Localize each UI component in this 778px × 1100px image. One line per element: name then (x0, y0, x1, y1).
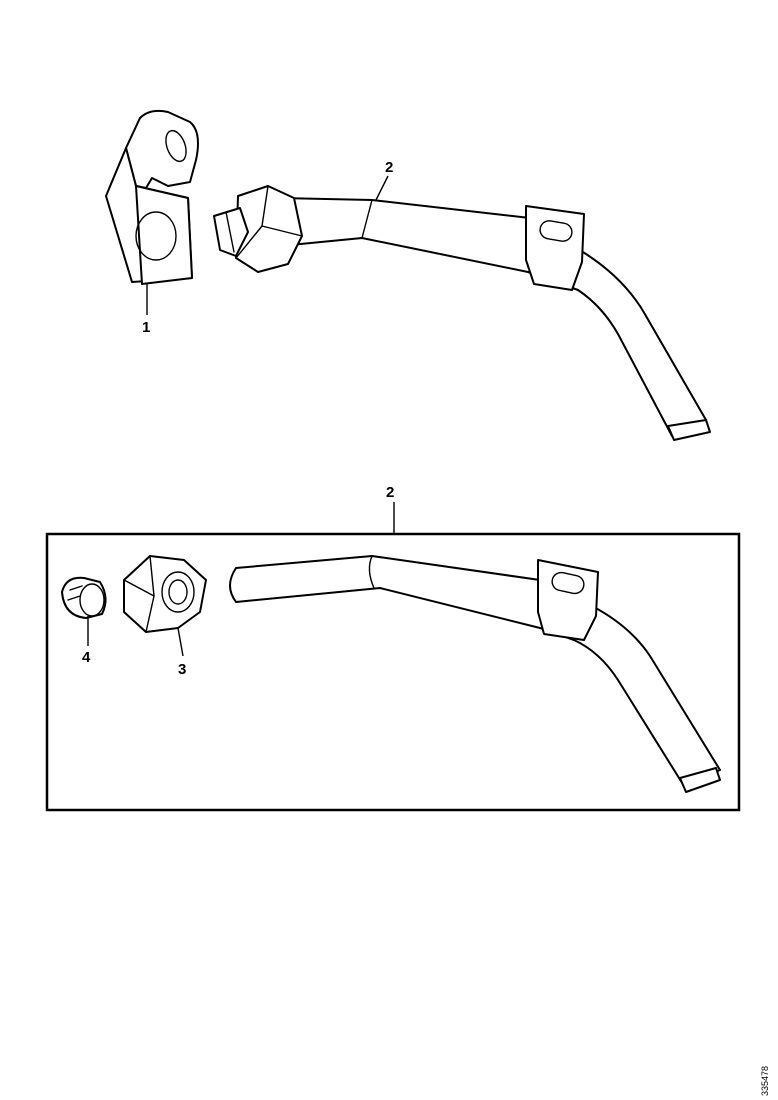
callout-4: 4 (82, 649, 91, 666)
pipe-union-nut-top (213, 185, 303, 273)
reference-number: 335478 (760, 1066, 770, 1096)
callout-1: 1 (142, 319, 150, 336)
top-assembly (105, 109, 711, 441)
detail-frame (45, 532, 741, 812)
pipe-detail (229, 555, 721, 793)
mounting-bracket (105, 109, 199, 285)
pipe-top (279, 197, 711, 441)
ferrule (61, 576, 107, 619)
detail-assembly (61, 555, 721, 793)
union-nut (123, 555, 207, 633)
callout-3: 3 (178, 661, 186, 678)
leader-3 (177, 627, 184, 657)
callout-2-top: 2 (385, 159, 393, 176)
callout-2-frame: 2 (386, 484, 394, 501)
leader-2-top (375, 175, 389, 201)
